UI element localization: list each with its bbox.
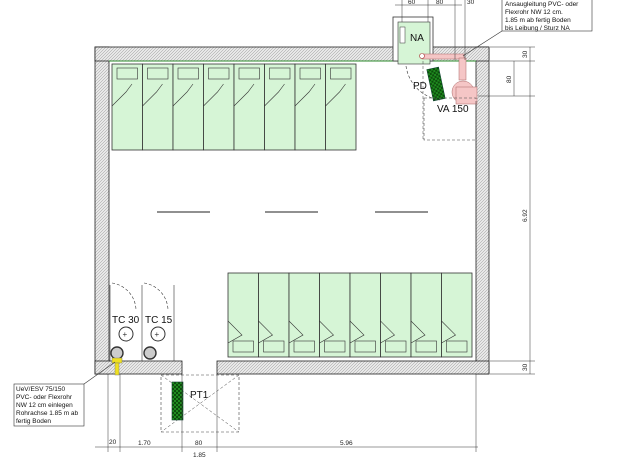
svg-text:1.85: 1.85: [193, 452, 206, 459]
tc30-label: TC 30: [112, 315, 140, 326]
bed: [349, 272, 381, 358]
bed: [233, 63, 265, 151]
svg-text:20: 20: [109, 439, 117, 446]
bed: [264, 63, 296, 151]
bed: [203, 63, 235, 151]
blanket-fold: [288, 320, 304, 344]
pillow: [177, 67, 199, 80]
intake-pipe: [419, 53, 478, 105]
pillow: [330, 67, 352, 80]
pillow: [208, 67, 230, 80]
bed: [172, 63, 204, 151]
pillow: [263, 340, 285, 353]
svg-text:80: 80: [195, 440, 203, 447]
va-label: VA 150: [437, 104, 469, 115]
dimensions: [95, 0, 535, 452]
pt1-unit: PT1: [160, 374, 240, 433]
svg-text:5.96: 5.96: [340, 440, 353, 447]
svg-text:NW 12 cm einlegen: NW 12 cm einlegen: [16, 402, 73, 409]
note-top-right: Ansaugleitung PVC- oder Flexrohr NW 12 c…: [462, 0, 593, 57]
dimension-labels: 60 80 30 30 80 6.92 30 20 1.70 80 1.85 5…: [109, 0, 529, 459]
svg-text:bis Leibung / Sturz NA: bis Leibung / Sturz NA: [505, 25, 570, 32]
blanket-fold: [142, 83, 163, 107]
tc15-label: TC 15: [145, 315, 173, 326]
pillow: [354, 340, 376, 353]
svg-text:30: 30: [467, 0, 475, 6]
pd-label: PD: [413, 81, 427, 92]
svg-text:+: +: [123, 330, 128, 339]
bed: [111, 63, 143, 151]
blanket-fold: [264, 83, 285, 107]
pillow: [415, 340, 437, 353]
pillow: [232, 340, 254, 353]
blanket-fold: [319, 320, 334, 344]
bed: [441, 272, 473, 358]
note-bottom-left: UeV/ESV 75/150 PVC- oder Flexrohr NW 12 …: [13, 361, 116, 427]
blanket-fold: [380, 320, 395, 344]
bed: [294, 63, 326, 151]
svg-text:30: 30: [522, 363, 529, 371]
svg-text:Rohrachse 1.85 m ab: Rohrachse 1.85 m ab: [16, 410, 79, 417]
svg-text:30: 30: [522, 50, 529, 58]
beds-top-row: [111, 63, 357, 151]
blanket-fold: [325, 83, 346, 107]
blanket-fold: [111, 83, 133, 107]
beds-bottom-row: [227, 272, 473, 358]
blanket-fold: [349, 320, 365, 344]
pillow: [116, 67, 138, 80]
blanket-fold: [203, 83, 224, 107]
na-label: NA: [410, 33, 424, 44]
pillow: [293, 340, 315, 353]
pillow: [269, 67, 291, 80]
bed: [410, 272, 442, 358]
bed: [258, 272, 290, 358]
svg-text:80: 80: [506, 75, 513, 83]
blanket-fold: [172, 83, 194, 107]
pillow: [324, 340, 346, 353]
pillow: [385, 340, 407, 353]
bed: [325, 63, 357, 151]
blanket-fold: [441, 320, 456, 344]
blanket-fold: [227, 320, 243, 344]
svg-text:UeV/ESV 75/150: UeV/ESV 75/150: [16, 386, 66, 393]
ventilation-unit: PD VA 150: [405, 61, 477, 141]
bed: [227, 272, 259, 358]
svg-text:Ansaugleitung PVC- oder: Ansaugleitung PVC- oder: [505, 1, 579, 8]
toilets: TC 30 TC 15 + +: [109, 282, 175, 376]
svg-text:+: +: [155, 330, 160, 339]
bed: [142, 63, 174, 151]
bed: [288, 272, 320, 358]
svg-text:1.85 m ab fertig Boden: 1.85 m ab fertig Boden: [505, 17, 571, 24]
pillow: [238, 67, 260, 80]
bed: [319, 272, 351, 358]
blanket-fold: [233, 83, 255, 107]
svg-text:Flexrohr NW 12 cm.: Flexrohr NW 12 cm.: [505, 9, 563, 16]
bed: [380, 272, 412, 358]
svg-text:80: 80: [436, 0, 444, 6]
svg-text:6.92: 6.92: [522, 209, 529, 222]
pt1-label: PT1: [190, 390, 209, 401]
blanket-fold: [410, 320, 426, 344]
svg-text:1.70: 1.70: [138, 440, 151, 447]
svg-text:fertig Boden: fertig Boden: [16, 418, 51, 425]
pillow: [446, 340, 468, 353]
blanket-fold: [258, 320, 273, 344]
pillow: [299, 67, 321, 80]
svg-text:PVC- oder Flexrohr: PVC- oder Flexrohr: [16, 394, 73, 401]
pillow: [147, 67, 169, 80]
svg-text:60: 60: [408, 0, 416, 6]
blanket-fold: [294, 83, 316, 107]
